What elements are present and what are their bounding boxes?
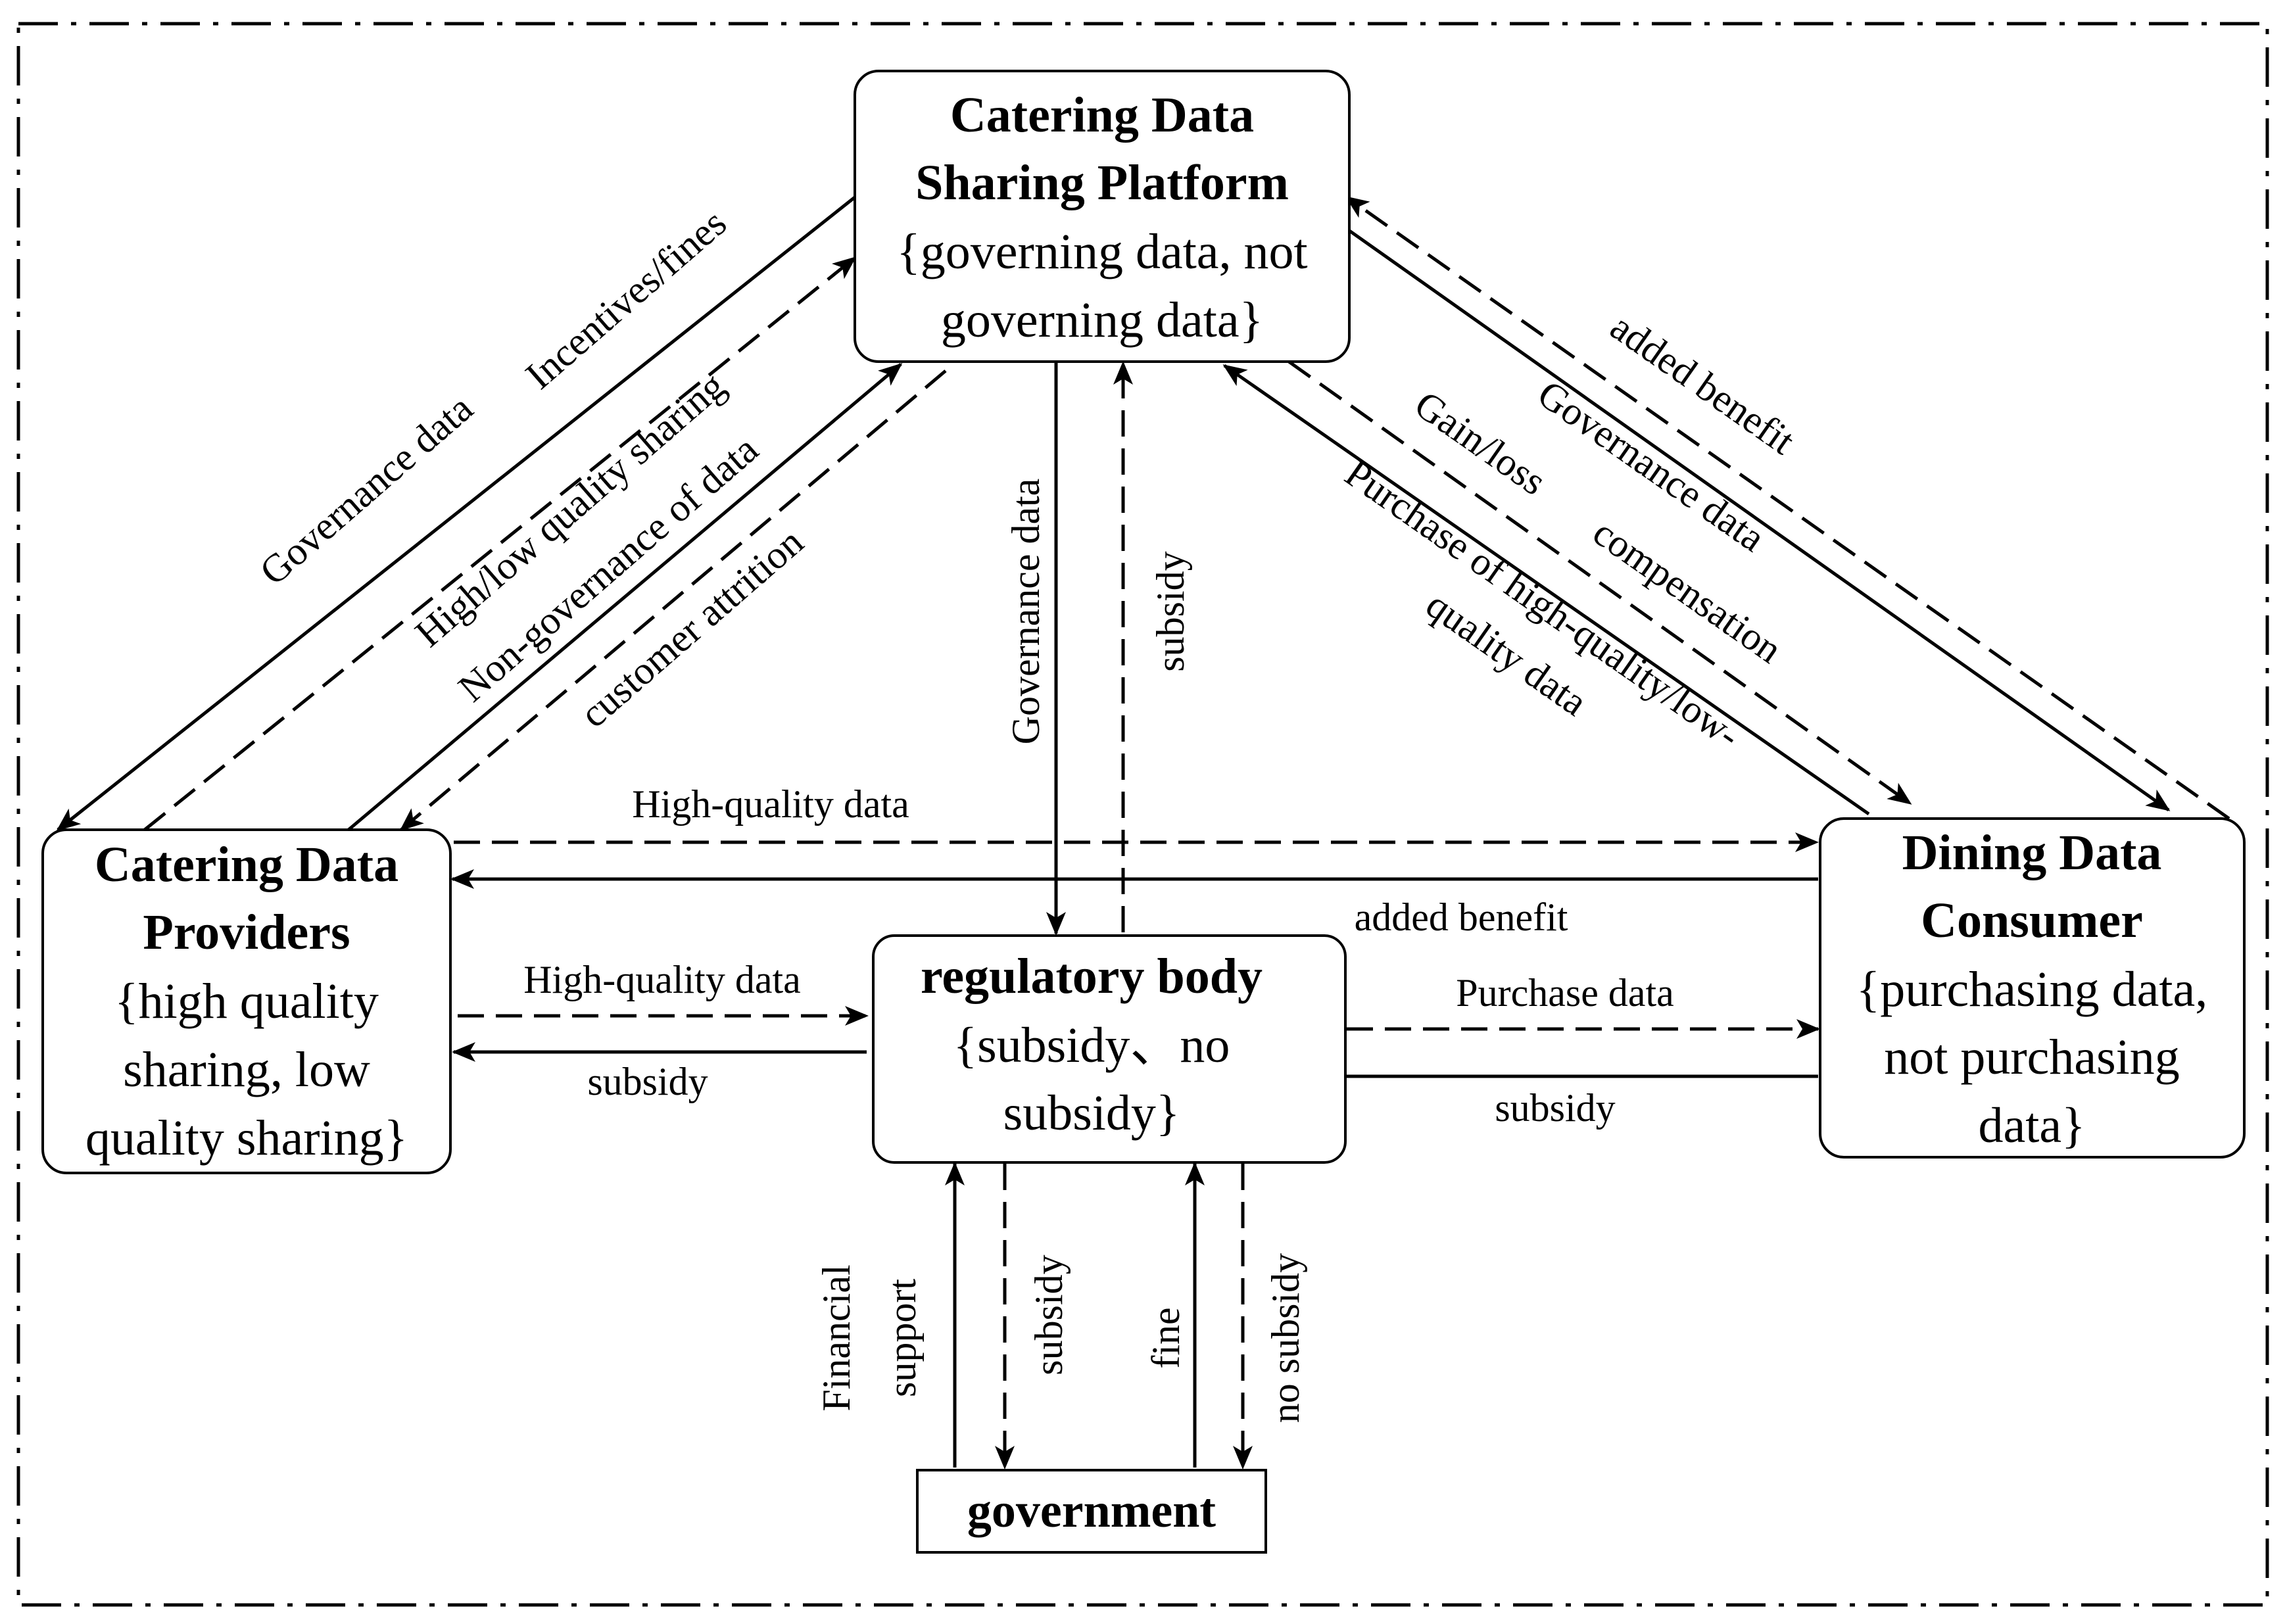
providers-strategies-line-1: {high quality: [114, 974, 379, 1029]
platform-strategies-line-1: {governing data, not: [896, 224, 1307, 279]
regulator-strategies-line-2: subsidy}: [1003, 1086, 1180, 1141]
government-title: government: [967, 1484, 1216, 1538]
label-regulator-consumer-purchase: Purchase data: [1456, 971, 1674, 1015]
consumer-strategies-line-2: not purchasing: [1884, 1030, 2180, 1085]
consumer-strategies-line-1: {purchasing data,: [1856, 962, 2208, 1017]
edge-consumer-to-platform-solid: [1222, 364, 1870, 816]
label-government-regulator-financial-1: Financial: [815, 1264, 858, 1411]
outer-frame: [16, 22, 2269, 1607]
label-platform-regulator-governance: Governance data: [1004, 479, 1047, 745]
platform-strategies-line-2: governing data}: [941, 293, 1263, 348]
platform-title-line-2: Sharing Platform: [915, 155, 1289, 210]
edge-providers-to-platform-solid: [347, 363, 903, 831]
label-regulator-providers-subsidy: subsidy: [587, 1060, 708, 1103]
platform-title-line-1: Catering Data: [950, 87, 1254, 143]
label-consumer-providers-added-benefit: added benefit: [1355, 896, 1568, 939]
edge-platform-to-consumer-solid: [1345, 227, 2171, 812]
node-regulator: regulatory body {subsidy、no subsidy}: [872, 934, 1347, 1164]
label-government-regulator-fine: fine: [1144, 1307, 1188, 1368]
label-regulator-government-no-subsidy: no subsidy: [1264, 1253, 1307, 1423]
providers-strategies-line-2: sharing, low: [123, 1042, 370, 1097]
label-providers-regulator-high-quality: High-quality data: [523, 958, 801, 1001]
regulator-strategies-line-1: {subsidy、no: [953, 1018, 1230, 1073]
consumer-title-line-2: Consumer: [1921, 893, 2143, 948]
edge-platform-to-consumer-dashed: [1288, 360, 1912, 805]
label-regulator-platform-subsidy: subsidy: [1149, 551, 1192, 671]
label-regulator-government-subsidy: subsidy: [1027, 1254, 1071, 1375]
label-providers-consumer-high-quality: High-quality data: [632, 782, 909, 826]
edge-platform-to-providers-dashed: [399, 370, 947, 831]
providers-title-line-1: Catering Data: [95, 837, 398, 892]
label-platform-providers-governance: Governance data: [251, 386, 481, 593]
node-platform: Catering Data Sharing Platform {governin…: [854, 70, 1351, 363]
node-government: government: [916, 1469, 1267, 1554]
node-consumer: Dining Data Consumer {purchasing data, n…: [1819, 817, 2246, 1158]
node-providers: Catering Data Providers {high quality sh…: [41, 828, 452, 1174]
regulator-title: regulatory body: [921, 949, 1263, 1004]
label-platform-consumer-gainloss: Gain/loss: [1407, 383, 1554, 504]
providers-strategies-line-3: quality sharing}: [85, 1111, 408, 1166]
edge-platform-to-providers-solid: [56, 196, 856, 831]
consumer-title-line-1: Dining Data: [1902, 825, 2162, 880]
consumer-strategies-line-3: data}: [1978, 1098, 2085, 1153]
edge-consumer-to-platform-dashed-benefit: [1345, 195, 2230, 821]
label-government-regulator-financial-2: support: [880, 1279, 924, 1397]
label-consumer-regulator-subsidy: subsidy: [1495, 1086, 1615, 1130]
providers-title-line-2: Providers: [143, 905, 350, 960]
